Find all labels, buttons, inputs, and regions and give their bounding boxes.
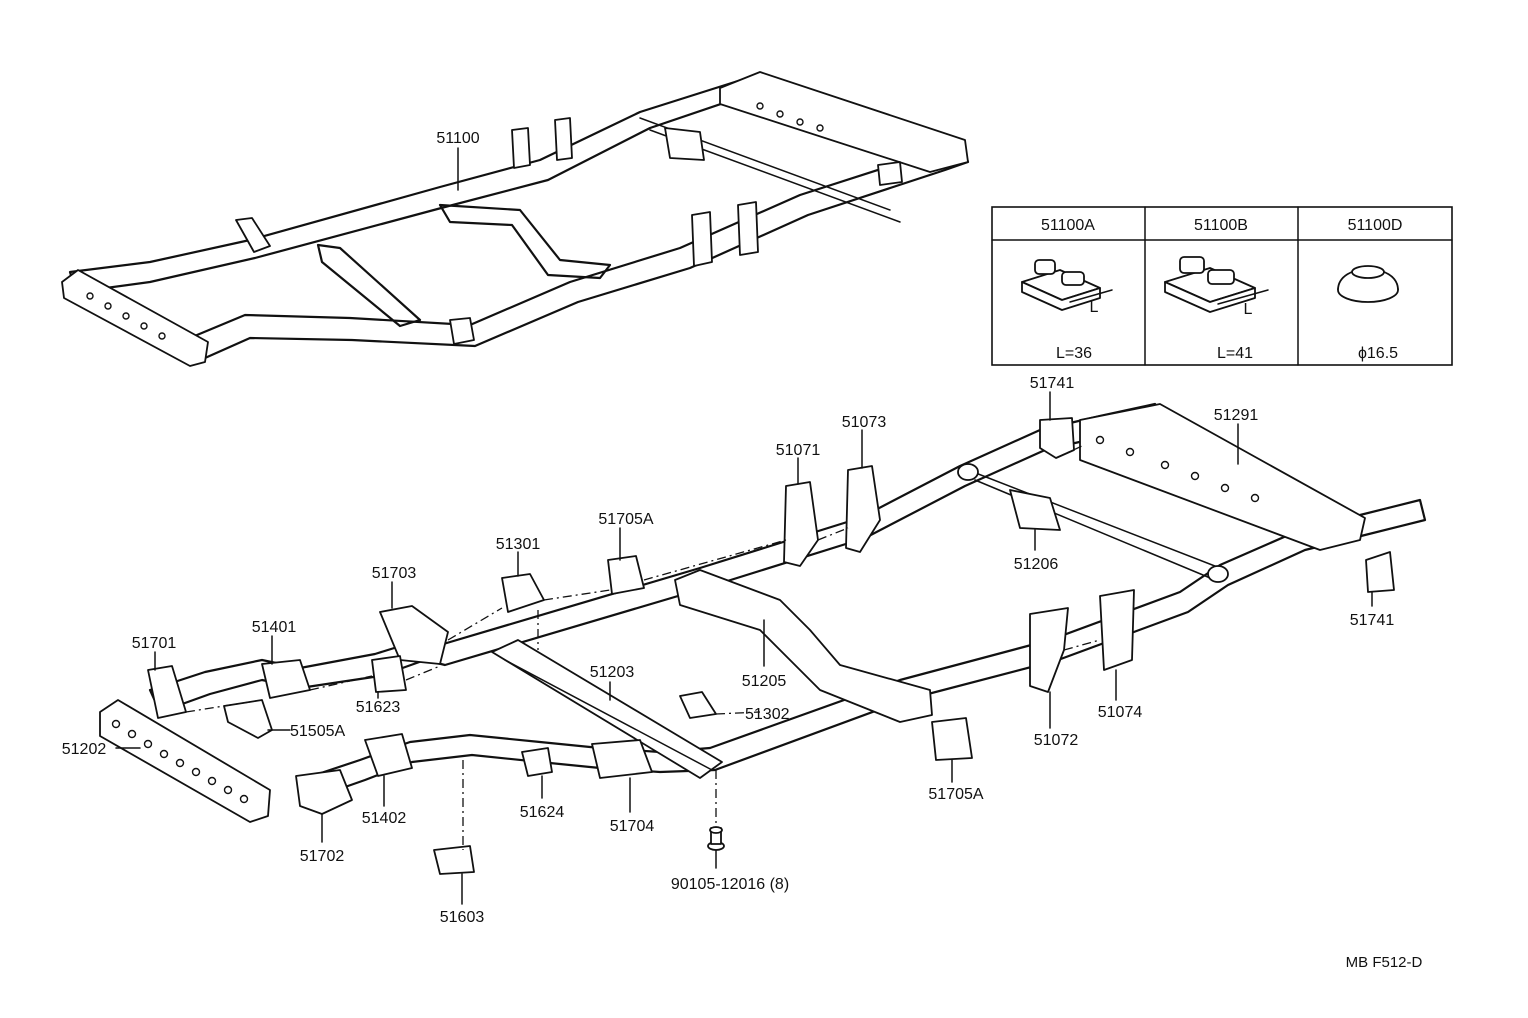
bracket-51073 (845, 465, 881, 553)
label-51505a: 51505A (290, 723, 345, 740)
bracket-51704 (591, 739, 653, 779)
inset-value-51100b: L=41 (1217, 345, 1253, 362)
label-51603: 51603 (440, 909, 485, 926)
label-51202: 51202 (62, 741, 107, 758)
bracket-51702 (295, 769, 353, 815)
bracket-51701 (147, 665, 187, 719)
label-51203: 51203 (590, 664, 635, 681)
label-51701: 51701 (132, 635, 177, 652)
label-51624: 51624 (520, 804, 565, 821)
cushion-51100a-icon (1021, 259, 1113, 311)
bracket-51072 (1029, 607, 1069, 693)
label-51402: 51402 (362, 810, 407, 827)
bracket-51623 (371, 655, 407, 693)
bracket-51741-top (1039, 417, 1075, 459)
label-51705a-top: 51705A (598, 511, 653, 528)
grommet-51100d-icon (1337, 265, 1399, 303)
frame-exploded-view (99, 391, 1427, 905)
bracket-51402 (364, 733, 413, 777)
label-51072: 51072 (1034, 732, 1079, 749)
rear-crossmember-holes (1095, 435, 1260, 503)
label-51703: 51703 (372, 565, 417, 582)
inset-header-51100d: 51100D (1348, 217, 1403, 234)
bolt-icon (707, 826, 725, 851)
body-mount-cushion-table: 51100A 51100B 51100D L L L=36 L=41 ϕ16.5 (991, 206, 1453, 366)
label-51741-top: 51741 (1030, 375, 1075, 392)
label-51205: 51205 (742, 673, 787, 690)
front-crossmember-holes (111, 719, 249, 804)
bracket-51705a-bottom (931, 717, 973, 761)
leader-lines (115, 391, 1373, 905)
front-crossmember-holes-overview (86, 102, 824, 340)
label-51071: 51071 (776, 442, 821, 459)
cushion-51100b-icon (1164, 256, 1269, 313)
bracket-51302 (679, 691, 717, 719)
label-51702: 51702 (300, 848, 345, 865)
bracket-51603 (433, 845, 475, 875)
inset-header-51100b: 51100B (1194, 217, 1248, 234)
bracket-51741-right (1365, 551, 1395, 593)
label-51073: 51073 (842, 414, 887, 431)
inset-dim-letter-b: L (1244, 301, 1253, 318)
inset-value-51100d: ϕ16.5 (1358, 345, 1398, 362)
bracket-51301 (501, 573, 545, 613)
frame-assembly-overview (61, 71, 970, 367)
label-90105-12016: 90105-12016 (8) (671, 876, 789, 893)
label-51623: 51623 (356, 699, 401, 716)
label-51302: 51302 (745, 706, 790, 723)
label-51301: 51301 (496, 536, 541, 553)
bracket-51401 (261, 659, 311, 699)
bracket-51703 (379, 605, 449, 665)
bracket-51071 (783, 481, 819, 567)
bracket-51705a-top (607, 555, 645, 595)
inset-header-51100a: 51100A (1041, 217, 1095, 234)
label-51401: 51401 (252, 619, 297, 636)
part-labels: 51100 51741 51291 51073 51071 51705A 513… (62, 130, 1423, 971)
inset-dim-letter-a: L (1090, 299, 1099, 316)
label-51100: 51100 (436, 130, 479, 147)
label-51705a-bottom: 51705A (928, 786, 983, 803)
bracket-51505a (223, 699, 273, 739)
bracket-51074 (1099, 589, 1135, 671)
inset-value-51100a: L=36 (1056, 345, 1092, 362)
diagram-code: MB F512-D (1346, 954, 1423, 971)
label-51704: 51704 (610, 818, 655, 835)
label-51206: 51206 (1014, 556, 1059, 573)
label-51741-right: 51741 (1350, 612, 1395, 629)
bracket-51624 (521, 747, 553, 777)
label-51291: 51291 (1214, 407, 1259, 424)
label-51074: 51074 (1098, 704, 1143, 721)
